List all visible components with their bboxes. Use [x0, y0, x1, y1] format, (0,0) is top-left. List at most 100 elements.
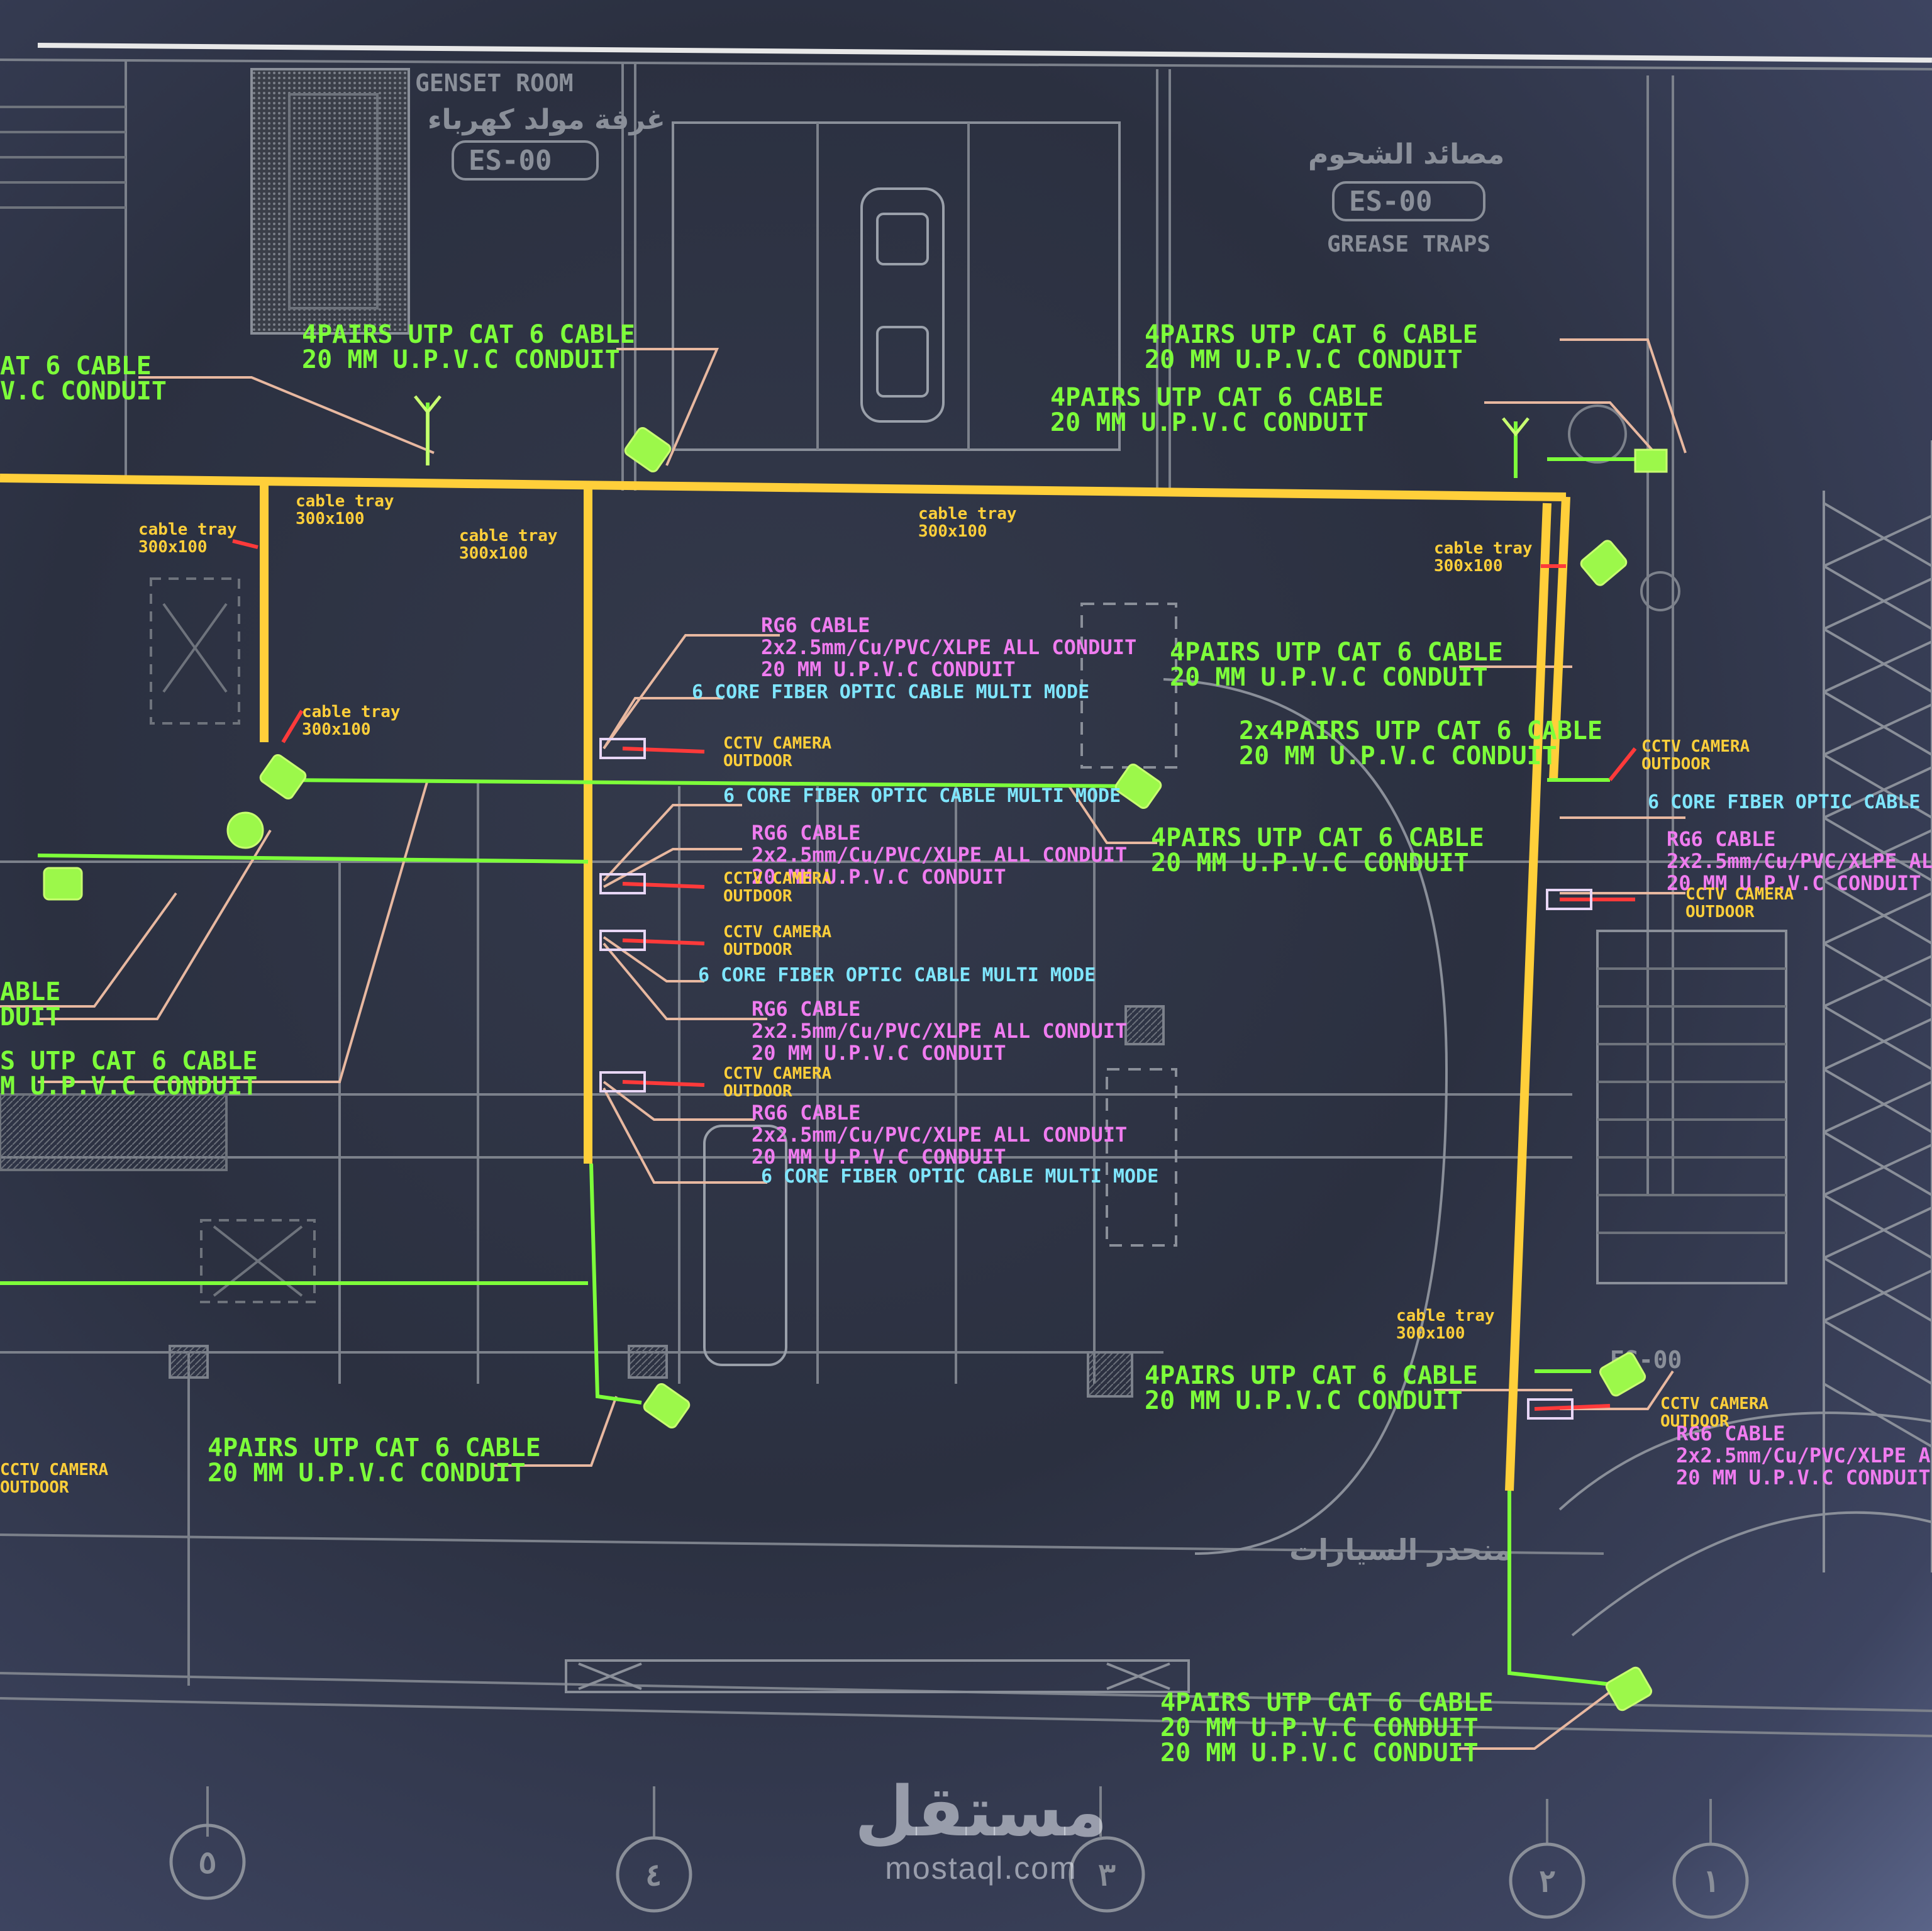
cable-note-line1: 4PAIRS UTP CAT 6 CABLE [1160, 1688, 1494, 1717]
coax-note-line1: RG6 CABLE [752, 997, 860, 1021]
coax-note-line2: 2x2.5mm/Cu/PVC/XLPE ALL CONDUIT [761, 635, 1136, 659]
tray-note-line1: cable tray [459, 526, 558, 545]
cable-note-line2: 20 MM U.P.V.C CONDUIT [1050, 408, 1368, 437]
device-note-line2: OUTDOOR [1685, 903, 1755, 921]
tray-note-line1: cable tray [918, 504, 1017, 523]
cable-note-line2: 20 MM U.P.V.C CONDUIT [1151, 849, 1469, 877]
tray-note-line2: 300x100 [1434, 557, 1503, 576]
device-note-line1: CCTV CAMERA [723, 734, 832, 753]
leader-lines [0, 338, 1687, 1750]
coax-note-line1: RG6 CABLE [752, 1101, 860, 1125]
tray-note-line1: cable tray [302, 703, 401, 721]
cable-note-line2: 20 MM U.P.V.C CONDUIT [1170, 663, 1488, 692]
grid-bubble-2 [1509, 1842, 1585, 1919]
coax-note-line3: 20 MM U.P.V.C CONDUIT [1667, 871, 1921, 895]
architecture-layer [0, 58, 1932, 1843]
cable-note-line1: 4PAIRS UTP CAT 6 CABLE [1170, 638, 1503, 667]
antenna-symbols [414, 395, 1530, 465]
grid-bubble-4 [616, 1836, 692, 1913]
cable-note-line2: 20 MM U.P.V.C CONDUIT [1145, 1386, 1463, 1415]
camera-view-arrows [232, 539, 1637, 1411]
cable-note-line2: 20 MM U.P.V.C CONDUIT [1145, 345, 1463, 374]
watermark-arabic: مستقل [854, 1771, 1108, 1852]
device-note-line1: CCTV CAMERA [723, 869, 832, 888]
device-symbols [43, 426, 1668, 1711]
camera-device [1114, 763, 1162, 810]
coax-note-line1: RG6 CABLE [1676, 1422, 1785, 1445]
device-note-line2: OUTDOOR [1660, 1412, 1729, 1431]
device-note-line1: CCTV CAMERA [1660, 1394, 1769, 1413]
tray-note-line1: cable tray [296, 492, 394, 511]
tray-outlet-markers [599, 738, 1592, 1420]
camera-device [1580, 540, 1628, 586]
camera-device [259, 754, 307, 800]
cable-note-line1: AT 6 CABLE [0, 352, 152, 381]
ramp-label-ar: منحدر السيارات [1289, 1533, 1512, 1567]
coax-note-line2: 2x2.5mm/Cu/PVC/XLPE ALL CONDUIT [1667, 849, 1932, 873]
device-note-line2: OUTDOOR [723, 1082, 792, 1101]
tray-note-line2: 300x100 [138, 538, 208, 557]
tray-note-line1: cable tray [138, 520, 237, 539]
cable-note-line2: 20 MM U.P.V.C CONDUIT [208, 1459, 526, 1488]
camera-device [624, 426, 672, 473]
genset-room-label: GENSET ROOM [415, 69, 574, 97]
grid-bubble-5 [169, 1823, 246, 1900]
cable-note-line1: 4PAIRS UTP CAT 6 CABLE [1151, 823, 1484, 852]
grease-traps-tag: ES-00 [1349, 186, 1432, 218]
device-note-line1: CCTV CAMERA [0, 1461, 109, 1479]
wall-outlet [1634, 448, 1668, 473]
fiber-note: 6 CORE FIBER OPTIC CABLE MULTI MODE [761, 1166, 1158, 1188]
cable-note-line1: 4PAIRS UTP CAT 6 CABLE [1145, 320, 1478, 349]
grid-bubble-1-label: ١ [1702, 1864, 1720, 1900]
device-note-line1: CCTV CAMERA [723, 923, 832, 942]
camera-device [643, 1383, 691, 1429]
tray-note-line2: 300x100 [296, 509, 365, 528]
tray-note-line1: cable tray [1396, 1306, 1495, 1325]
cable-note-line2: M U.P.V.C CONDUIT [0, 1072, 257, 1101]
camera-device [1605, 1666, 1653, 1711]
tray-note-line2: 300x100 [459, 544, 528, 563]
cable-note-line2: DUIT [0, 1003, 60, 1032]
cable-note-line1: 2x4PAIRS UTP CAT 6 CABLE [1239, 716, 1602, 745]
device-note-line2: OUTDOOR [723, 752, 792, 771]
cable-note-line1: 4PAIRS UTP CAT 6 CABLE [1145, 1361, 1478, 1390]
fiber-note: 6 CORE FIBER OPTIC CABLE MULTI MODE [1648, 791, 1932, 813]
grid-bubble-2-label: ٢ [1538, 1864, 1557, 1900]
coax-note-line2: 2x2.5mm/Cu/PVC/XLPE ALL CONDUIT [752, 843, 1127, 867]
device-note-line2: OUTDOOR [0, 1478, 69, 1497]
grid-bubble-4-label: ٤ [645, 1858, 663, 1893]
device-note-line1: CCTV CAMERA [1641, 737, 1750, 756]
cable-note-line1: 4PAIRS UTP CAT 6 CABLE [302, 320, 635, 349]
cable-note-line2: V.C CONDUIT [0, 377, 167, 406]
cable-tray [0, 474, 1570, 1491]
genset-room-label-ar: غرفة مولد كهرباء [428, 104, 665, 136]
grease-traps-label: GREASE TRAPS [1327, 231, 1491, 257]
coax-note-line2: 2x2.5mm/Cu/PVC/XLPE ALL CONDUIT [1676, 1444, 1932, 1467]
camera-device [43, 867, 83, 901]
cable-note-line2: 20 MM U.P.V.C CONDUIT [302, 345, 620, 374]
grid-bubble-3-label: ٣ [1098, 1858, 1116, 1893]
pull-box [226, 811, 264, 849]
fiber-note: 6 CORE FIBER OPTIC CABLE MULTI MODE [692, 681, 1089, 703]
coax-note-line3: 20 MM U.P.V.C CONDUIT [1676, 1466, 1931, 1489]
device-note-line1: CCTV CAMERA [1685, 885, 1794, 904]
watermark: مستقل mostaql.com [849, 1774, 1113, 1887]
coax-note-line1: RG6 CABLE [1667, 827, 1775, 851]
coax-note-line2: 2x2.5mm/Cu/PVC/XLPE ALL CONDUIT [752, 1019, 1127, 1043]
coax-note-line1: RG6 CABLE [761, 613, 870, 637]
cable-note-line2: 20 MM U.P.V.C CONDUIT [1160, 1739, 1479, 1767]
device-note-line2: OUTDOOR [1641, 755, 1711, 774]
coax-note-line3: 20 MM U.P.V.C CONDUIT [761, 657, 1016, 681]
cable-note-line1: 4PAIRS UTP CAT 6 CABLE [208, 1433, 541, 1462]
device-note-line2: OUTDOOR [723, 940, 792, 959]
coax-note-line1: RG6 CABLE [752, 821, 860, 845]
device-note-line1: CCTV CAMERA [723, 1064, 832, 1083]
camera-device [1599, 1352, 1646, 1397]
grid-bubble-1 [1672, 1842, 1749, 1919]
cable-note-line1: 4PAIRS UTP CAT 6 CABLE [1050, 383, 1384, 412]
tray-note-line2: 300x100 [302, 720, 371, 739]
cable-note-line2: 20 MM U.P.V.C CONDUIT [1160, 1713, 1479, 1742]
coax-note-line3: 20 MM U.P.V.C CONDUIT [752, 1145, 1006, 1169]
